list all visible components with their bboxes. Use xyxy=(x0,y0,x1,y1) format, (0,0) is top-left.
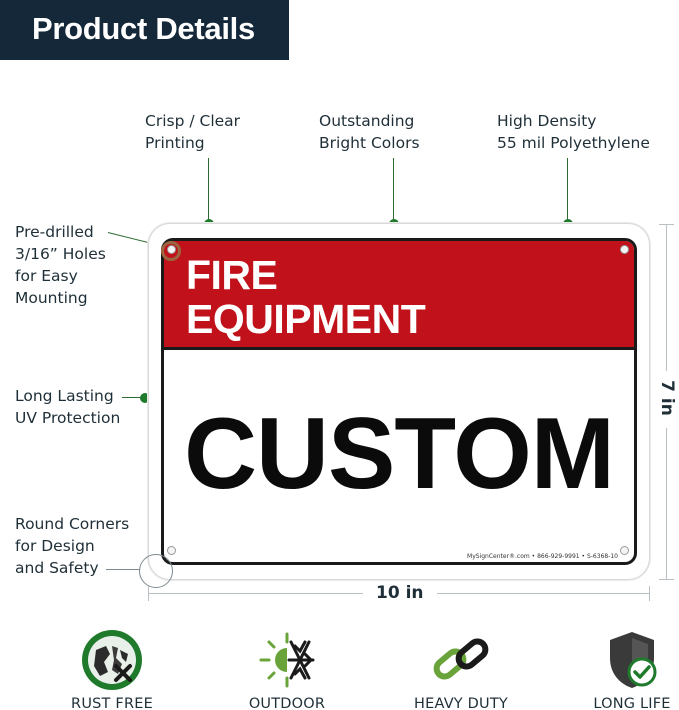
header-banner: Product Details xyxy=(0,0,289,60)
height-dimension-line-top xyxy=(666,224,667,371)
sign-header-line2: EQUIPMENT xyxy=(186,296,426,342)
height-dimension-line-bottom xyxy=(666,428,667,579)
callout-printing: Crisp / Clear Printing xyxy=(145,110,240,154)
sign-header-line1: FIRE xyxy=(186,252,278,298)
height-dimension-label: 7 in xyxy=(656,380,677,416)
page-title: Product Details xyxy=(32,11,255,46)
callout-uv-line2: UV Protection xyxy=(15,409,121,427)
hole-highlight-ring xyxy=(161,241,181,261)
height-dimension-tick-bottom xyxy=(659,579,674,580)
callout-colors-line1: Outstanding xyxy=(319,112,415,130)
sign-frame: FIRE EQUIPMENT CUSTOM MySignCenter®.com … xyxy=(161,238,637,565)
callout-printing-line2: Printing xyxy=(145,134,205,152)
callout-corners-line3: and Safety xyxy=(15,559,99,577)
width-dimension-line-right xyxy=(437,593,649,594)
feature-rust-free-label: RUST FREE xyxy=(71,696,153,710)
feature-rust-free: RUST FREE xyxy=(47,628,177,710)
sign-header-text: FIRE EQUIPMENT xyxy=(186,252,426,342)
callout-colors-line2: Bright Colors xyxy=(319,134,420,152)
feature-outdoor: OUTDOOR xyxy=(222,628,352,710)
sun-snowflake-icon xyxy=(259,632,315,688)
callout-holes: Pre-drilled 3/16” Holes for Easy Mountin… xyxy=(15,221,106,309)
callout-material-line2: 55 mil Polyethylene xyxy=(497,134,650,152)
width-dimension-label: 10 in xyxy=(376,583,424,603)
callout-material-line1: High Density xyxy=(497,112,597,130)
callout-uv-leader xyxy=(122,397,142,398)
callout-corners-leader xyxy=(106,569,140,570)
width-dimension-tick-left xyxy=(148,586,149,601)
callout-colors-leader xyxy=(393,158,394,222)
sign-header-panel: FIRE EQUIPMENT xyxy=(164,241,634,350)
callout-corners-line1: Round Corners xyxy=(15,515,130,533)
callout-holes-line4: Mounting xyxy=(15,289,88,307)
feature-heavy-duty-label: HEAVY DUTY xyxy=(414,696,508,710)
feature-long-life-label: LONG LIFE xyxy=(593,696,671,710)
callout-uv-dot xyxy=(140,393,150,403)
callout-holes-line2: 3/16” Holes xyxy=(15,245,106,263)
feature-heavy-duty: HEAVY DUTY xyxy=(396,628,526,710)
callout-uv-line1: Long Lasting xyxy=(15,387,114,405)
callout-holes-line1: Pre-drilled xyxy=(15,223,94,241)
mounting-hole-bottom-right xyxy=(620,546,629,555)
callout-corners-line2: for Design xyxy=(15,537,95,555)
callout-corners: Round Corners for Design and Safety xyxy=(15,513,129,579)
callout-holes-line3: for Easy xyxy=(15,267,78,285)
feature-long-life: LONG LIFE xyxy=(567,628,679,710)
width-dimension-tick-right xyxy=(649,586,650,601)
callout-material-leader xyxy=(567,158,568,222)
mounting-hole-top-right xyxy=(620,245,629,254)
callout-uv: Long Lasting UV Protection xyxy=(15,385,120,429)
feature-outdoor-label: OUTDOOR xyxy=(248,696,326,710)
rust-free-icon xyxy=(82,630,142,690)
callout-printing-leader xyxy=(208,158,209,222)
callout-printing-line1: Crisp / Clear xyxy=(145,112,241,130)
width-dimension-line-left xyxy=(148,593,363,594)
corner-highlight-ring xyxy=(139,554,173,588)
callout-colors: Outstanding Bright Colors xyxy=(319,110,420,154)
chain-link-icon xyxy=(433,638,489,680)
mounting-hole-bottom-left xyxy=(167,546,176,555)
sign-body-text: CUSTOM xyxy=(184,398,615,510)
sign-footer-text: MySignCenter®.com • 866-929-9991 • S-636… xyxy=(467,553,618,560)
shield-check-icon xyxy=(610,632,657,688)
callout-material: High Density 55 mil Polyethylene xyxy=(497,110,650,154)
height-dimension-tick-top xyxy=(659,224,674,225)
